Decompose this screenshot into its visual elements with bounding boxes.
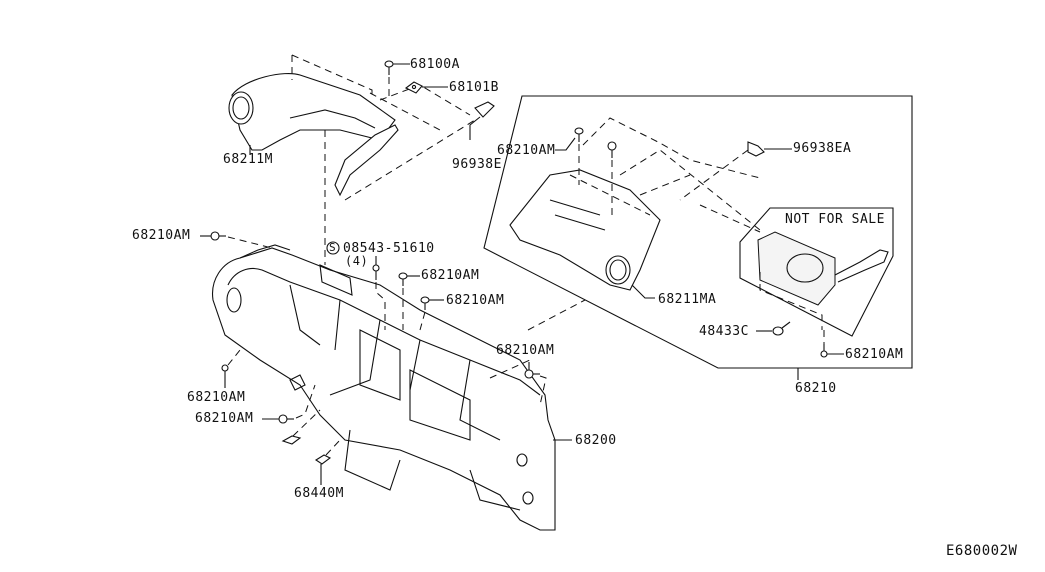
- glove-box-assembly-frame: [483, 95, 913, 369]
- callout-68210AM-lower2: 68210AM: [195, 411, 254, 426]
- screw-08543-51610: [326, 241, 380, 280]
- callout-68210AM-glovebox: 68210AM: [497, 143, 556, 158]
- callout-68200: 68200: [575, 433, 617, 448]
- callout-68100A: 68100A: [410, 57, 460, 72]
- screw-68210AM-right: [524, 362, 540, 379]
- figure-code: E680002W: [946, 543, 1018, 559]
- guide-mid2: [419, 311, 426, 331]
- callout-68210AM-mid1: 68210AM: [421, 268, 480, 283]
- guide-68440M: [292, 409, 341, 456]
- glove-box-68211MA: [509, 169, 661, 291]
- callout-08543-51610: 08543-51610: [343, 241, 435, 256]
- callout-68210AM-lower1: 68210AM: [187, 390, 246, 405]
- guide-glovebox-screws: [578, 144, 613, 215]
- assembly-guide-lines-upper: [291, 54, 476, 201]
- quantity-08543: (4): [345, 254, 369, 268]
- screw-68210AM-lower1: [221, 364, 229, 388]
- guide-airbag: [699, 204, 761, 233]
- screw-glovebox-center: [607, 141, 617, 158]
- screw-68210AM-glovebox: [555, 127, 584, 151]
- callout-68211MA: 68211MA: [658, 292, 717, 307]
- leader-68211MA: [631, 284, 655, 299]
- callout-68210: 68210: [795, 381, 837, 396]
- s-symbol: S: [329, 241, 337, 254]
- screw-68210AM-mid2: [420, 296, 444, 310]
- screw-68210AM-lower2: [262, 414, 294, 424]
- airbag-module: [757, 231, 889, 345]
- guide-right-screw: [489, 299, 586, 406]
- not-for-sale-frame: [739, 207, 894, 337]
- guide-08543: [375, 282, 386, 330]
- screw-68210AM-airbag: [820, 344, 844, 358]
- clip-68440M: [281, 435, 332, 485]
- callout-68210AM-mid2: 68210AM: [446, 293, 505, 308]
- not-for-sale-note: NOT FOR SALE: [785, 212, 885, 227]
- callout-96938EA: 96938EA: [793, 141, 852, 156]
- callout-68101B: 68101B: [449, 80, 499, 95]
- callout-68440M: 68440M: [294, 486, 344, 501]
- guide-lower1: [227, 349, 241, 366]
- callout-68210AM-airbag: 68210AM: [845, 347, 904, 362]
- bracket-96938EA: [747, 141, 792, 157]
- guide-left-screw: [227, 236, 273, 249]
- screw-68100A: [384, 60, 410, 75]
- instrument-panel-member-68200: [212, 244, 556, 531]
- guide-lower2: [295, 384, 316, 419]
- screw-68210AM-left: [200, 231, 226, 241]
- callout-96938E: 96938E: [452, 157, 502, 172]
- callout-68210AM-right: 68210AM: [496, 343, 555, 358]
- callout-68211M: 68211M: [223, 152, 273, 167]
- clip-68101B: [404, 81, 448, 94]
- callout-48433C: 48433C: [699, 324, 749, 339]
- callout-68210AM-left: 68210AM: [132, 228, 191, 243]
- bracket-96938E: [469, 101, 495, 140]
- cluster-lid-68211M: [228, 72, 399, 197]
- clip-48433C: [756, 321, 791, 336]
- screw-68210AM-mid1: [398, 272, 420, 286]
